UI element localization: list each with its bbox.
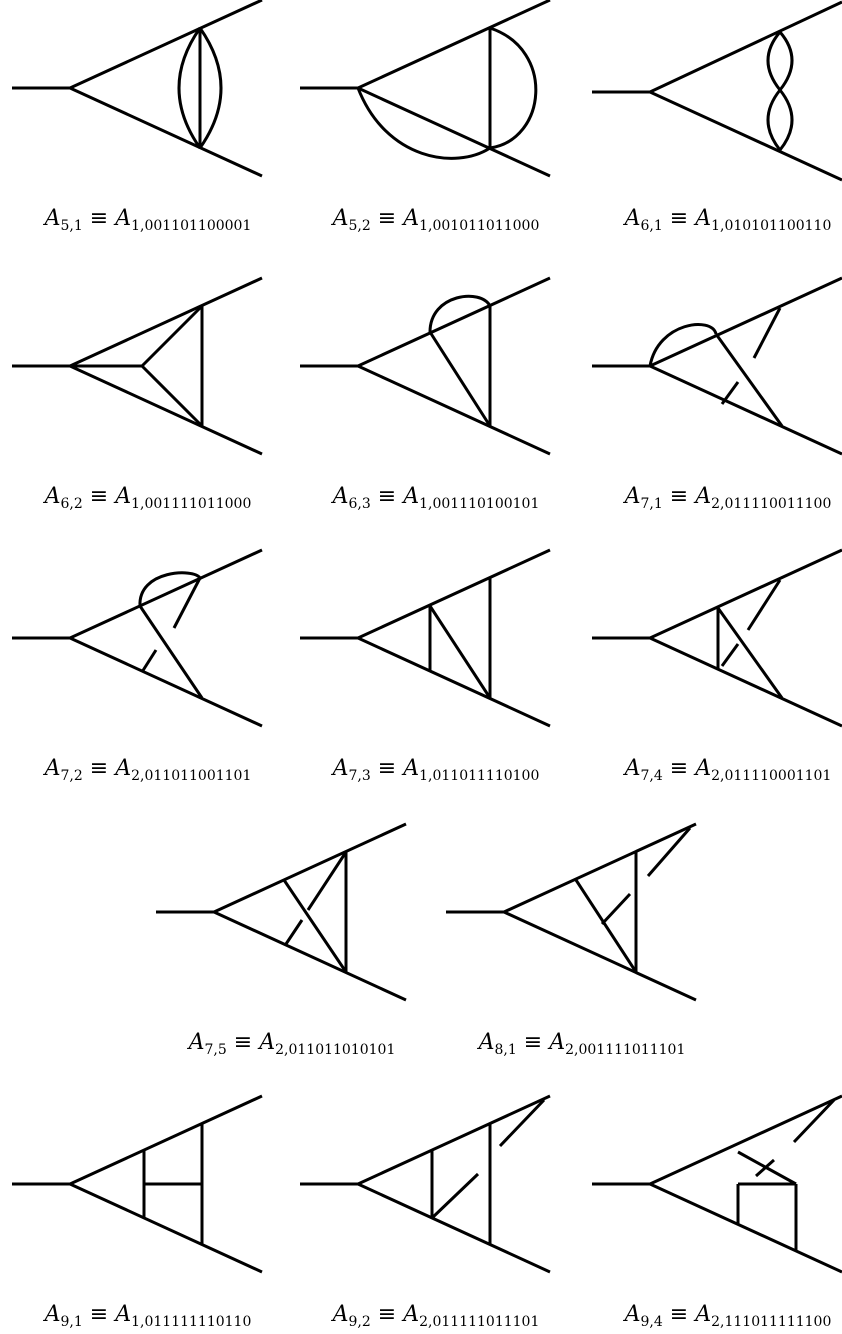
diagram-label: A7,2≡A2,011011001101	[44, 756, 252, 784]
feynman-graph	[300, 276, 551, 456]
feynman-graph	[12, 0, 263, 178]
diagram-label: A7,3≡A1,011011110100	[332, 756, 540, 784]
feynman-graph	[300, 548, 551, 728]
feynman-graph	[446, 822, 697, 1002]
diagram-label: A9,2≡A2,011111011101	[332, 1302, 540, 1330]
diagram-a6-3: A6,3≡A1,001110100101	[296, 276, 576, 516]
feynman-graph	[592, 548, 842, 728]
diagram-a9-4: A9,4≡A2,111011111100	[588, 1094, 842, 1334]
diagram-label: A7,5≡A2,011011010101	[188, 1030, 396, 1058]
diagram-label: A6,1≡A1,010101100110	[624, 206, 832, 234]
diagram-label: A7,4≡A2,011110001101	[624, 756, 832, 784]
feynman-graph	[12, 548, 263, 728]
feynman-graph	[592, 1094, 842, 1274]
diagram-a5-1: A5,1≡A1,001101100001	[8, 0, 288, 240]
feynman-graph	[592, 0, 842, 182]
diagram-label: A6,2≡A1,001111011000	[44, 484, 252, 512]
feynman-graph	[156, 822, 407, 1002]
diagram-label: A9,1≡A1,011111110110	[44, 1302, 252, 1330]
diagram-label: A5,1≡A1,001101100001	[44, 206, 252, 234]
diagram-label: A7,1≡A2,011110011100	[624, 484, 832, 512]
diagram-label: A6,3≡A1,001110100101	[332, 484, 540, 512]
feynman-graph	[300, 1094, 551, 1274]
diagram-label: A9,4≡A2,111011111100	[624, 1302, 832, 1330]
diagram-a9-2: A9,2≡A2,011111011101	[296, 1094, 576, 1334]
feynman-graph	[12, 1094, 263, 1274]
diagram-label: A5,2≡A1,001011011000	[332, 206, 540, 234]
feynman-graph	[592, 276, 842, 456]
diagram-a6-2: A6,2≡A1,001111011000	[8, 276, 288, 516]
diagram-a6-1: A6,1≡A1,010101100110	[588, 0, 842, 240]
diagram-a7-5: A7,5≡A2,011011010101	[152, 822, 432, 1064]
diagram-a7-3: A7,3≡A1,011011110100	[296, 548, 576, 790]
feynman-graph	[12, 276, 263, 456]
diagram-a5-2: A5,2≡A1,001011011000	[296, 0, 576, 240]
diagram-a8-1: A8,1≡A2,001111011101	[442, 822, 722, 1064]
diagram-a7-1: A7,1≡A2,011110011100	[588, 276, 842, 516]
diagram-a7-4: A7,4≡A2,011110001101	[588, 548, 842, 790]
diagram-a9-1: A9,1≡A1,011111110110	[8, 1094, 288, 1334]
diagram-label: A8,1≡A2,001111011101	[478, 1030, 686, 1058]
feynman-graph	[300, 0, 551, 178]
diagram-a7-2: A7,2≡A2,011011001101	[8, 548, 288, 790]
